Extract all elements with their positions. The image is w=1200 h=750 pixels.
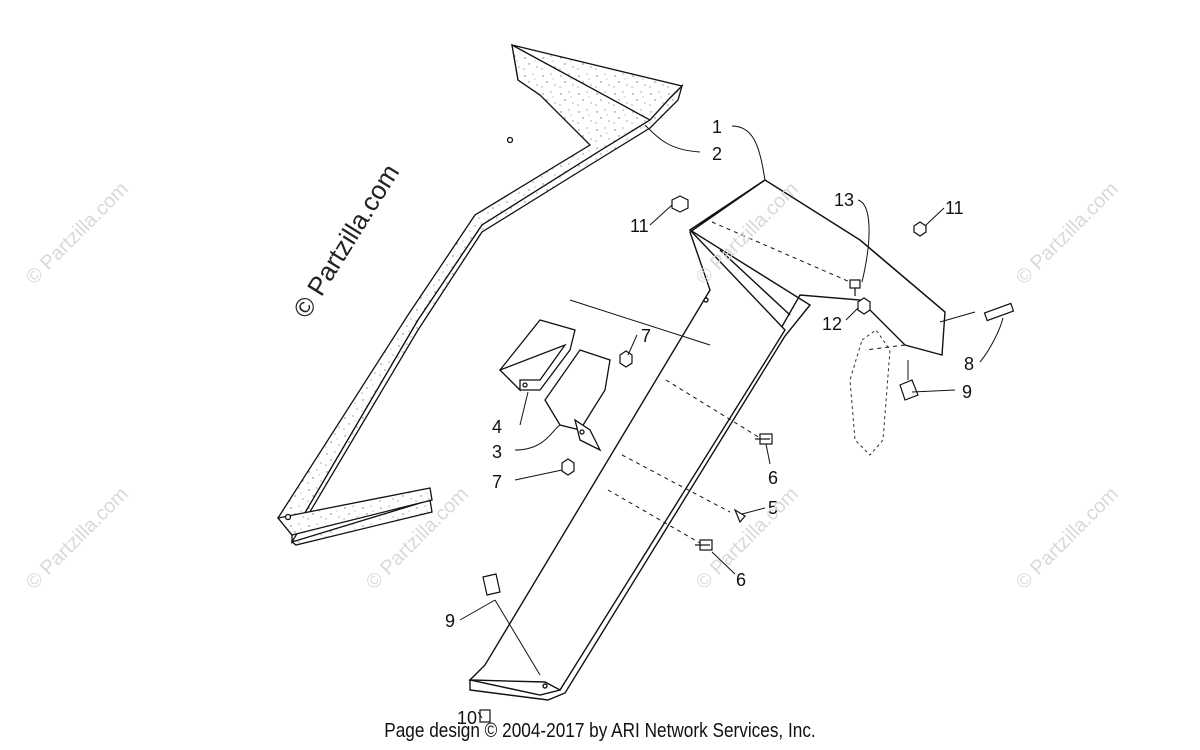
callout-13: 13 bbox=[834, 190, 854, 210]
callout-7-bottom: 7 bbox=[492, 472, 502, 492]
sprocket-outline bbox=[849, 329, 891, 456]
callout-5: 5 bbox=[768, 498, 778, 518]
callout-6-top: 6 bbox=[768, 468, 778, 488]
hardware bbox=[479, 195, 1015, 723]
callout-4: 4 bbox=[492, 417, 502, 437]
callout-labels: 1 2 11 11 13 12 8 9 7 4 3 7 6 5 6 9 10 bbox=[445, 117, 974, 728]
copyright-footer: Page design © 2004-2017 by ARI Network S… bbox=[384, 720, 816, 742]
callout-9-right: 9 bbox=[962, 382, 972, 402]
leader-lines bbox=[459, 124, 1004, 719]
callout-1: 1 bbox=[712, 117, 722, 137]
callout-3: 3 bbox=[492, 442, 502, 462]
chain-case-cover bbox=[468, 179, 946, 701]
callout-7-top: 7 bbox=[641, 326, 651, 346]
callout-11-right: 11 bbox=[945, 198, 964, 218]
callout-2: 2 bbox=[712, 144, 722, 164]
callout-9-left: 9 bbox=[445, 611, 455, 631]
callout-8: 8 bbox=[964, 354, 974, 374]
foam-panel bbox=[276, 43, 684, 546]
assembly-lines bbox=[607, 221, 906, 544]
callout-12: 12 bbox=[822, 314, 842, 334]
callout-6-bottom: 6 bbox=[736, 570, 746, 590]
callout-10: 10 bbox=[457, 708, 477, 728]
bracket-4 bbox=[498, 319, 576, 392]
callout-11-left: 11 bbox=[630, 216, 649, 236]
